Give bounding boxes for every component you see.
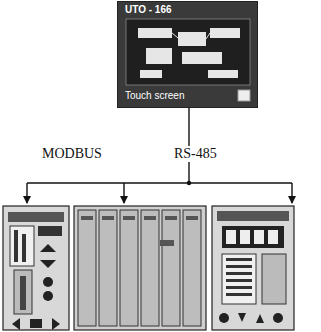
touch-panel: UTO - 166Touch screen [117, 1, 258, 108]
panel-caption: Touch screen [124, 90, 185, 101]
controller-right [212, 206, 294, 330]
controller-left [3, 206, 69, 330]
model-name: UTO - 166 [124, 4, 173, 15]
bus-wire [27, 108, 292, 203]
io-rack [74, 206, 206, 330]
bus-label: MODBUS [40, 146, 104, 162]
bus-label: RS-485 [172, 146, 219, 162]
